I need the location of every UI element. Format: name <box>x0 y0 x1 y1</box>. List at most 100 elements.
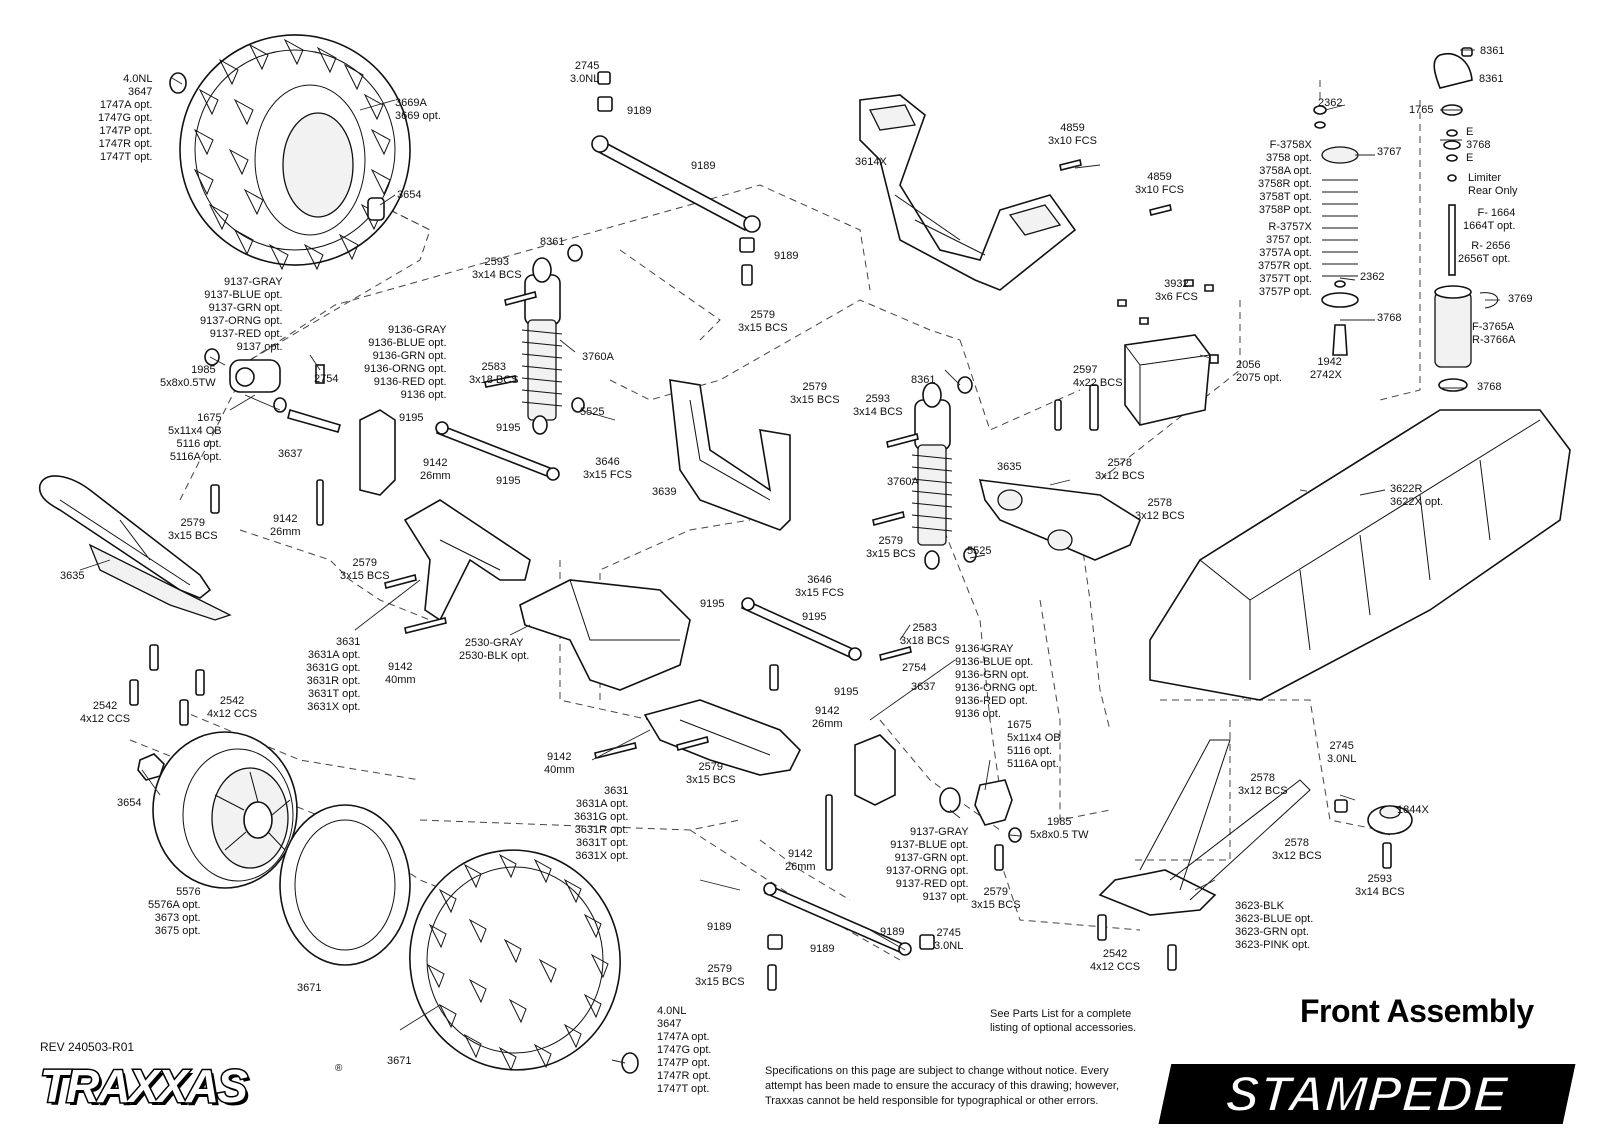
callout-p60: 5525 <box>967 545 992 557</box>
right-steering-block <box>854 734 1022 843</box>
callout-p06: 9189 <box>691 160 716 172</box>
shock-parts-exploded <box>1313 47 1498 392</box>
callout-p32: 3760A <box>582 351 614 363</box>
callout-p03: 3654 <box>397 189 422 201</box>
callout-p19: 8361 <box>1480 45 1505 57</box>
callout-p35: 5525 <box>580 406 605 418</box>
callout-p64: 3635 <box>997 461 1022 473</box>
suspension-arm-upper-left <box>403 499 531 622</box>
bumper-mount <box>1098 739 1413 916</box>
callout-p41: 9195 <box>496 475 521 487</box>
servo <box>1117 279 1219 426</box>
callout-p21: 1765 <box>1409 104 1434 116</box>
shock-tower <box>859 94 1077 291</box>
callout-p97: 1844X <box>1397 804 1429 816</box>
callout-p90: 9189 <box>707 921 732 933</box>
turnbuckles <box>435 421 912 956</box>
callout-p05: 9189 <box>627 105 652 117</box>
traxxas-logo: TRAXXAS <box>39 1059 250 1114</box>
callout-p58: 3760A <box>887 476 919 488</box>
front-wheel-rim <box>137 731 298 889</box>
hardware-screws <box>129 159 1392 991</box>
callout-p54: 3639 <box>652 486 677 498</box>
registered-mark: ® <box>335 1063 343 1074</box>
camber-link-upper <box>591 71 761 286</box>
disclaimer: Specifications on this page are subject … <box>765 1065 1120 1107</box>
callout-p88: 3671 <box>387 1055 412 1067</box>
callout-p70: 9195 <box>802 611 827 623</box>
front-tire-upper <box>169 34 411 271</box>
callout-p07: 9189 <box>774 250 799 262</box>
callout-p73: 2754 <box>902 662 927 674</box>
callout-p57: 8361 <box>911 374 936 386</box>
callout-p38: 2754 <box>314 373 339 385</box>
callout-p69: 9195 <box>700 598 725 610</box>
front-bumper <box>38 475 232 621</box>
chassis <box>1149 409 1571 701</box>
callout-p87: 3671 <box>297 982 322 994</box>
callout-p47: 3635 <box>60 570 85 582</box>
callout-p17: 3768 <box>1377 312 1402 324</box>
callout-p20: 8361 <box>1479 73 1504 85</box>
callout-p85: 3654 <box>117 797 142 809</box>
callout-p14: 3767 <box>1377 146 1402 158</box>
leader-lines <box>79 49 1500 1064</box>
shock-right <box>911 376 977 570</box>
left-steering-block <box>204 348 396 496</box>
front-brace <box>978 479 1141 561</box>
front-tire-lower <box>409 849 639 1074</box>
